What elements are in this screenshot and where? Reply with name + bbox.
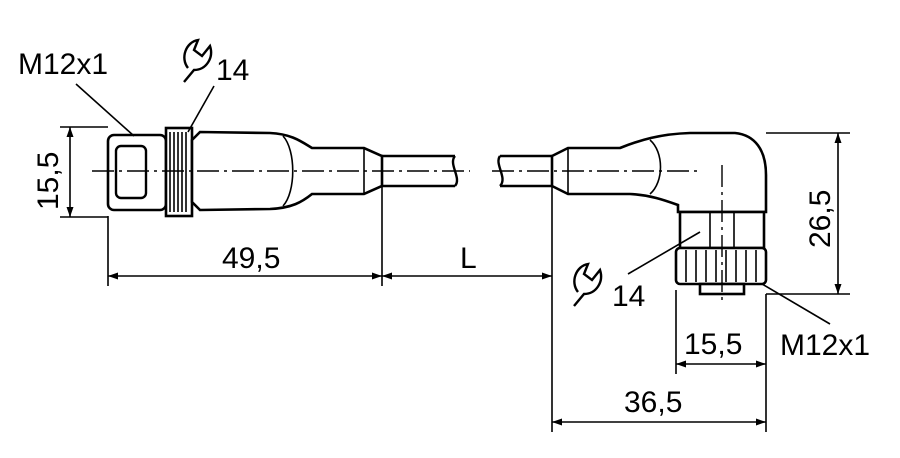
right-wrench-leader	[627, 231, 701, 275]
right-wrench-size: 14	[612, 280, 645, 313]
right-dimensions: 26,5 14 M12x1 15,5 36,5	[552, 132, 870, 432]
right-nut-width-label: 15,5	[684, 328, 742, 361]
left-dimensions: 15,5 M12x1 14 49,5 L	[18, 38, 553, 432]
cable-length-label: L	[460, 242, 477, 275]
right-coupling-nut	[674, 246, 768, 286]
left-wrench-icon	[183, 38, 213, 83]
left-straight-connector	[106, 126, 459, 218]
left-thread-leader	[75, 83, 135, 137]
right-thread-leader	[761, 283, 831, 325]
left-diameter-label: 15,5	[32, 152, 65, 210]
center-lines	[92, 165, 723, 300]
right-angled-connector	[497, 131, 768, 296]
right-height-label: 26,5	[804, 190, 837, 248]
left-wrench-size: 14	[216, 54, 249, 87]
right-overall-width-label: 36,5	[624, 386, 682, 419]
right-overmold	[550, 131, 768, 214]
left-length-label: 49,5	[222, 242, 280, 275]
left-wrench-leader	[187, 85, 215, 133]
right-thread-label: M12x1	[780, 329, 870, 362]
left-thread-label: M12x1	[18, 48, 108, 81]
right-wrench-icon	[573, 262, 603, 307]
